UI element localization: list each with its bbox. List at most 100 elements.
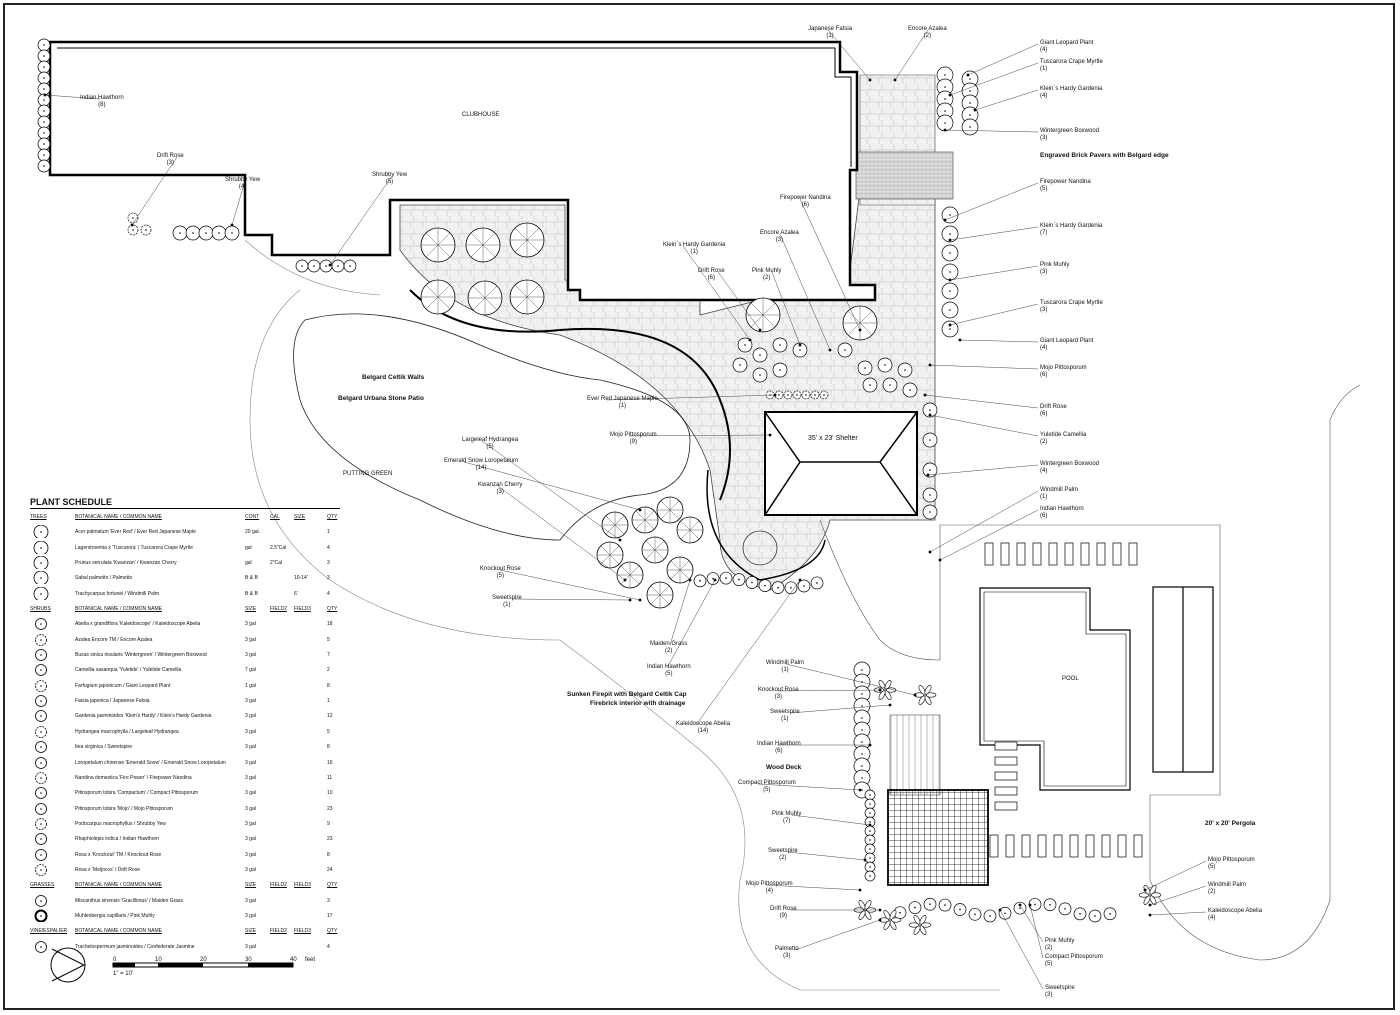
column-header: BOTANICAL NAME / COMMON NAME [75,928,162,935]
gardenia-plant-icon [941,320,959,338]
schedule-cell: 3 gal [245,621,256,628]
callout-name: Drift Rose [1040,404,1067,410]
schedule-cell: 2"Cal [270,560,283,567]
callout-name: Indian Hawthorn [647,664,691,670]
schedule-cell: 17 [327,912,333,919]
celtik-walls-label: Belgard Celtik Walls [362,374,425,381]
rose-plant-icon [792,390,802,400]
gardenia-plant-icon [941,282,959,300]
plant-callout: Mojo Pittosporum(6) [1040,365,1087,379]
schedule-cell: 16 [327,759,333,766]
schedule-cell: 10 [327,790,333,797]
callout-name: Sweetspire [770,709,800,715]
yew-plant-icon [307,259,321,273]
lounge-chair [984,542,994,566]
callout-qty: (6) [775,748,783,754]
leader-line [944,182,1039,221]
schedule-cell: Camellia sasanqua 'Yuletide' / Yuletide … [75,667,182,674]
schedule-cell: Lagerstroemia x 'Tuscarora' / Tuscarora … [75,544,193,551]
lounge-chair [1080,542,1090,566]
plant-symbol-icon [35,741,47,754]
callout-name: Japanese Fatsia [808,26,853,32]
callout-qty: (5) [665,671,673,677]
column-header: BOTANICAL NAME / COMMON NAME [75,882,162,889]
leader-line [44,94,101,100]
plant-callout: Shrubby Yew(4) [225,177,260,191]
plant-callout: Knockout Rose(5) [480,566,521,580]
hawthorn-plant-icon [37,38,51,52]
leader-line [1144,860,1207,891]
plant-symbol-icon [35,833,47,846]
leader-dot [928,413,932,417]
lounge-chair [1117,834,1127,858]
shrub-plant-icon [752,347,768,363]
leader-dot [868,743,872,747]
tree-plant-icon [467,280,503,316]
hydrangea-plant-icon [596,541,624,569]
schedule-row: Abelia x grandiflora 'Kaleidoscope' / Ka… [30,616,340,631]
leader-line [785,663,916,696]
callout-qty: (5) [496,573,505,579]
lounge-chair [1101,834,1111,858]
callout-name: Klein`s Hardy Gardenia [1040,86,1103,92]
lounge-chair [1005,834,1015,858]
wood-deck-label: Wood Deck [766,764,802,771]
pittosporum-plant-icon [1103,907,1117,921]
hawthorn-plant-icon [37,71,51,85]
plant-callout: Pink Muhly(2) [1045,938,1074,952]
lounge-chair [1053,834,1063,858]
clubhouse [48,40,877,302]
callout-qty: (14) [697,728,709,734]
callout-qty: (5) [385,179,394,185]
leader-line [924,394,1039,409]
pittosporum-plant-icon [968,907,982,921]
hydrangea-plant-icon [641,536,669,564]
schedule-cell: 3 gal [245,713,256,720]
shrub-plant-icon [922,504,938,520]
callout-qty: (1) [1040,66,1048,72]
schedule-cell: 3 gal [245,912,256,919]
schedule-cell: Rosa x 'Meijocos' / Drift Rose [75,866,140,873]
leader-line [717,271,761,331]
leader-line [669,579,691,646]
callout-name: Shrubby Yew [225,177,261,183]
pittosporum-plant-icon [938,898,952,912]
tree-plant-icon [420,227,456,263]
leader-dot [798,343,802,347]
rose-plant-icon [810,390,820,400]
schedule-row: Buxus sinica insularis 'Wintergreen' / W… [30,647,340,662]
tree-plant-icon [842,305,878,341]
leader-line [999,909,1044,990]
plant-callout: Ever Red Japanese Maple(1) [587,396,658,410]
callout-name: Sweetspire [1045,985,1075,991]
callout-name: Pink Muhly [1040,262,1070,268]
hydrangea-plant-icon [656,496,684,524]
leader-dot [948,238,952,242]
shrub-plant-icon [877,357,893,373]
leader-line [1019,904,1044,943]
leader-line [1149,885,1207,906]
urbana-patio-label: Belgard Urbana Stone Patio [338,395,424,402]
callout-name: Encore Azalea [908,26,947,32]
leader-dot [893,78,897,82]
column-header: QTY [327,514,338,520]
leader-line [894,29,929,81]
column-header: SIZE [245,928,257,935]
plant-callout: Klein`s Hardy Gardenia(7) [1040,223,1102,237]
plant-symbol-icon [35,894,47,907]
tree-plant-icon [420,279,456,315]
leader-dot [948,93,952,97]
muhly-plant-icon [864,798,876,810]
rose-plant-icon [783,390,793,400]
schedule-cell: 1 [327,698,330,705]
abelia-plant-icon [758,579,772,592]
schedule-cell: 3 gal [245,866,256,873]
pittosporum-plant-icon [1028,898,1042,911]
pittosporum-plant-icon [1013,901,1027,915]
shelter-roof [764,411,918,516]
plant-symbol-icon [35,679,47,692]
plant-callout: Compact Pittosporum(5) [1045,954,1103,968]
wood-deck [889,714,941,796]
